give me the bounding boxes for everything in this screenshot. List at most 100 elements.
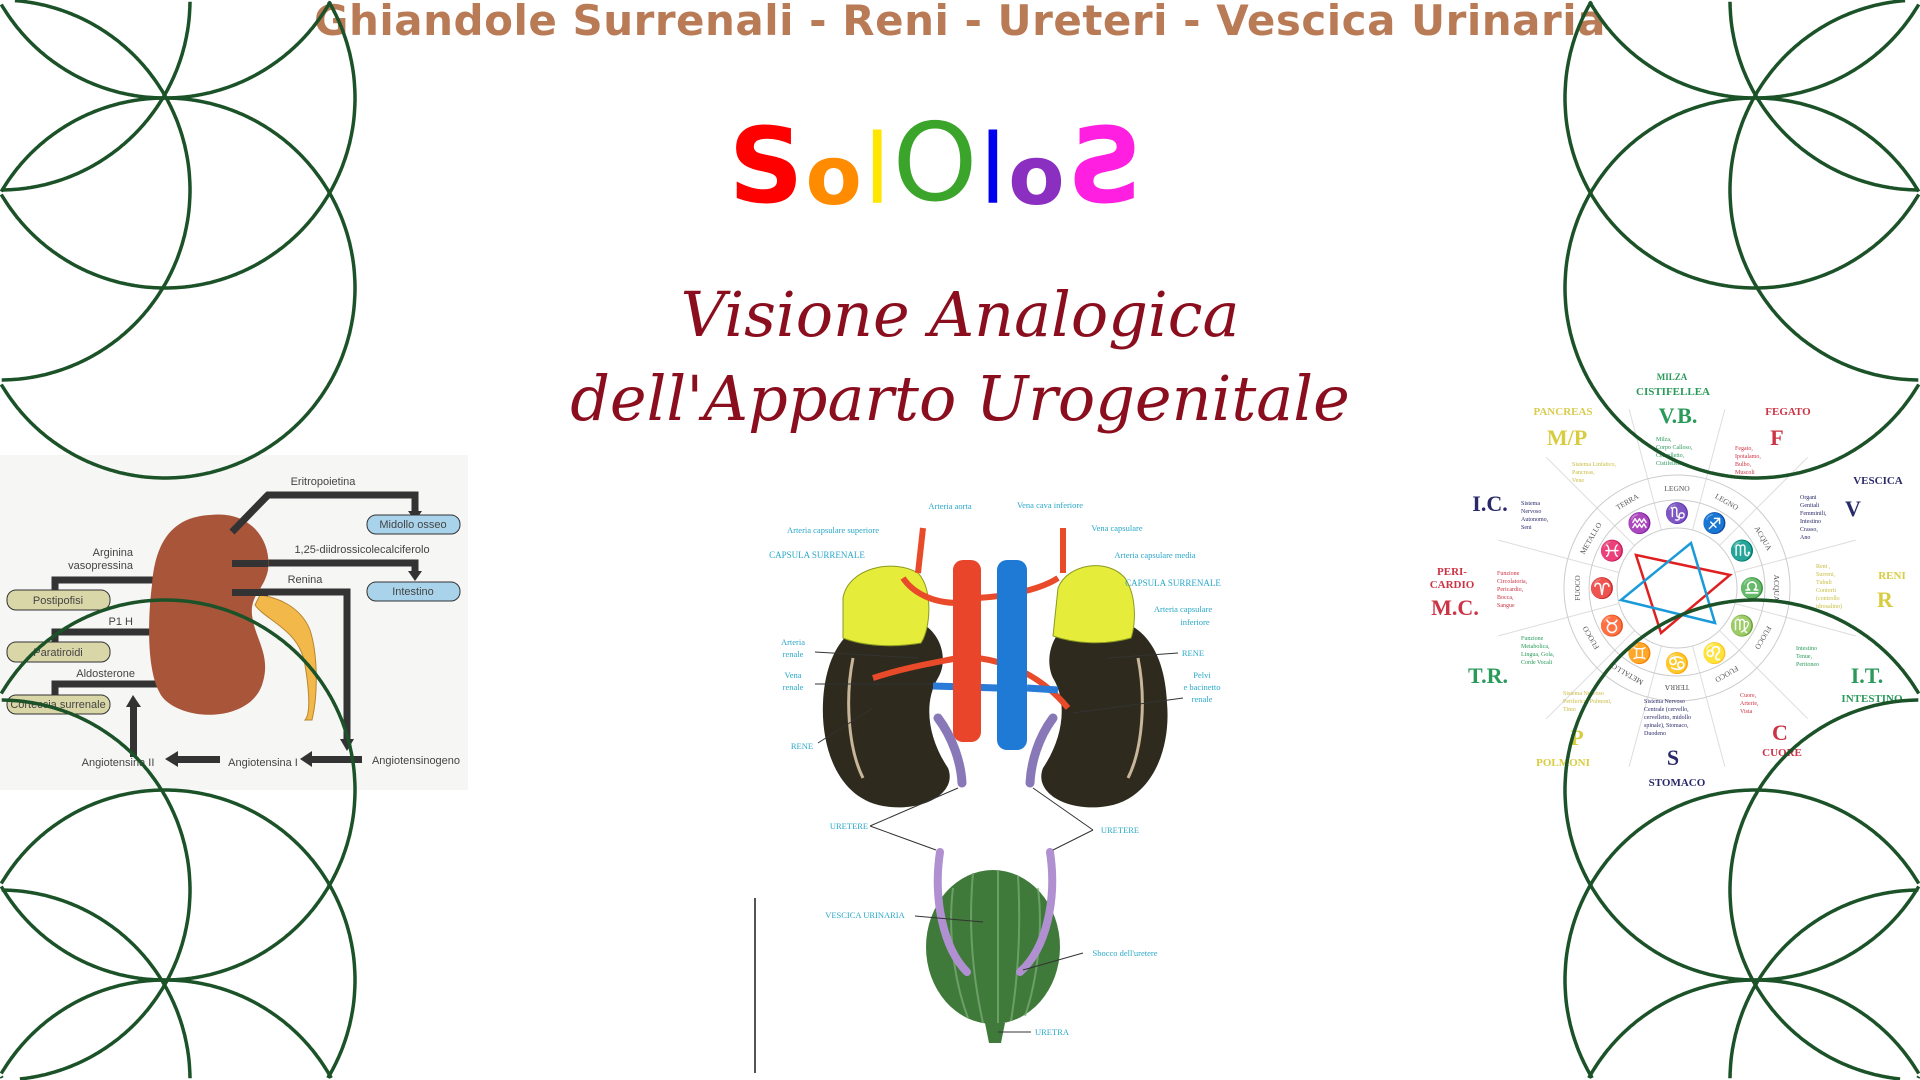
- organ-note: Muscoli: [1735, 470, 1755, 476]
- organ-note: Peritoneo: [1796, 662, 1819, 668]
- vena-cava: [997, 560, 1027, 750]
- organ-note: Cuore,: [1740, 693, 1757, 699]
- element-label: ACQUA: [1772, 575, 1781, 602]
- label-tr: T.R.: [1468, 663, 1508, 688]
- organ-note: Sistema Linfatico,: [1572, 461, 1616, 468]
- label-pancreas: PANCREAS: [1533, 406, 1592, 418]
- organ-note: Sistema: [1521, 501, 1540, 507]
- organ-note: Pericardio,: [1497, 587, 1524, 593]
- element-label: TERRA: [1614, 491, 1640, 511]
- solos-logo: S o l O l o S: [729, 105, 1142, 227]
- label-stomaco: STOMACO: [1649, 777, 1706, 789]
- label-vena-cava: Vena cava inferiore: [1017, 500, 1083, 510]
- label-aldosterone: Aldosterone: [76, 668, 135, 680]
- label-arteria-capsulare-superiore: Arteria capsulare superiore: [787, 525, 879, 535]
- organ-note: Timo: [1563, 707, 1576, 713]
- label-r: R: [1877, 587, 1894, 612]
- label-arteria-capsulare-media: Arteria capsulare media: [1114, 550, 1195, 560]
- label-c: C: [1772, 720, 1788, 745]
- arrowhead: [408, 571, 422, 581]
- kidney-hormone-diagram: Eritropoietina 1,25-diidrossicolecalcife…: [0, 455, 468, 790]
- zodiac-sign: ♍: [1729, 614, 1754, 638]
- organ-note: Lingua, Gola,: [1521, 652, 1555, 658]
- zodiac-sign: ♓: [1600, 539, 1625, 563]
- label-p: P: [1570, 725, 1583, 750]
- decorative-circle-arc: [1916, 1075, 1920, 1079]
- arrow-segment: [232, 589, 268, 596]
- logo-letter: S: [1066, 105, 1142, 227]
- organ-note: Funzione: [1497, 571, 1520, 577]
- arrow-vasopressina: [51, 576, 190, 593]
- kidney-shape: [149, 514, 269, 715]
- organ-note: Ipotalamo,: [1735, 454, 1761, 460]
- organ-note: cervelletto, midollo: [1644, 715, 1691, 721]
- bladder: [926, 870, 1060, 1024]
- subtitle-line-2: dell'Apparto Urogenitale: [570, 362, 1350, 435]
- decorative-circle-arc: [0, 788, 357, 1079]
- zodiac-sign: ♏: [1729, 539, 1754, 563]
- label-ic: I.C.: [1472, 491, 1507, 516]
- organ-note: Bulbo,: [1735, 462, 1752, 468]
- logo-letter: o: [1008, 129, 1065, 224]
- decorative-circle-arc: [0, 978, 333, 1079]
- logo-letter: l: [863, 114, 891, 226]
- label-vescica-urinaria: VESCICA URINARIA: [825, 910, 905, 920]
- label-arteria-capsulare-inferiore: Arteria capsulare: [1154, 604, 1213, 614]
- zodiac-sign: ♎: [1740, 576, 1765, 600]
- label-angiotensinogeno: Angiotensinogeno: [372, 755, 460, 767]
- wheel-spoke: [1498, 539, 1620, 573]
- logo-letter: o: [805, 129, 862, 224]
- right-adrenal-gland: [1052, 565, 1135, 644]
- organ-note: Tenue,: [1796, 654, 1813, 660]
- zodiac-sign: ♒: [1627, 511, 1652, 535]
- arrow-angiotensina-ii: [130, 705, 137, 757]
- zodiac-sign: ♌: [1702, 641, 1727, 665]
- organ-note: Pancreas,: [1572, 470, 1595, 476]
- organ-note: Milza,: [1656, 437, 1672, 443]
- right-kidney: [1041, 616, 1168, 808]
- decorative-circle-arc: [1, 888, 192, 1079]
- anatomy-labels: Arteria aorta Vena cava inferiore Arteri…: [769, 500, 1221, 1037]
- organ-note: (controllo: [1816, 595, 1840, 602]
- arrow-calciferolo: [232, 559, 419, 573]
- element-label: TERRA: [1664, 683, 1689, 692]
- organ-note: Tubuli: [1816, 580, 1832, 586]
- organ-note: Nervoso: [1521, 509, 1541, 515]
- label-rene-right: RENE: [1182, 648, 1204, 658]
- label-fegato: FEGATO: [1765, 406, 1811, 418]
- zodiac-sign: ♋: [1665, 651, 1690, 675]
- label-uretere-right: URETERE: [1101, 825, 1139, 835]
- box-paratiroidi: Paratiroidi: [33, 647, 83, 659]
- label-vescica: VESCICA: [1853, 475, 1903, 487]
- wheel-spoke: [1545, 456, 1635, 546]
- organ-note: Surreni,: [1816, 572, 1836, 578]
- box-midollo-osseo: Midollo osseo: [379, 519, 446, 531]
- box-corteccia-surrenale: Corteccia surrenale: [10, 699, 105, 711]
- subtitle-line-1: Visione Analogica: [680, 278, 1240, 351]
- label-p1h: P1 H: [109, 616, 134, 628]
- organ-note: Femminili,: [1800, 511, 1827, 517]
- decorative-circle-arc: [1587, 978, 1920, 1079]
- star-red-triangle: [1634, 553, 1733, 636]
- zodiac-sign: ♐: [1702, 511, 1727, 535]
- organ-note: Autonomo,: [1521, 517, 1549, 523]
- label-mp: M/P: [1547, 425, 1587, 450]
- element-label: LEGNO: [1664, 484, 1690, 493]
- label-polmoni: POLMONI: [1536, 757, 1590, 769]
- organ-note: Metabolica,: [1521, 644, 1550, 650]
- label-arginina: Arginina: [93, 547, 134, 559]
- wheel-spoke: [1692, 409, 1726, 531]
- label-capsula-surrenale-right: CAPSULA SURRENALE: [1125, 578, 1221, 588]
- organ-note: Sistema Nervoso: [1644, 699, 1685, 705]
- urethra: [985, 1023, 1005, 1043]
- organ-note: Cervelletto,: [1656, 453, 1685, 459]
- label-pelvi: Pelvi: [1193, 670, 1211, 680]
- label-angiotensina-ii: Angiotensina II: [82, 757, 155, 769]
- zodiac-sign: ♑: [1665, 501, 1690, 525]
- zodiac-sign: ♈: [1590, 576, 1615, 600]
- logo-letter: O: [892, 101, 978, 226]
- urinary-anatomy-illustration: Arteria aorta Vena cava inferiore Arteri…: [754, 500, 1221, 1073]
- organ-note: Corde Vocali: [1521, 660, 1553, 666]
- label-reni: RENI: [1878, 570, 1906, 582]
